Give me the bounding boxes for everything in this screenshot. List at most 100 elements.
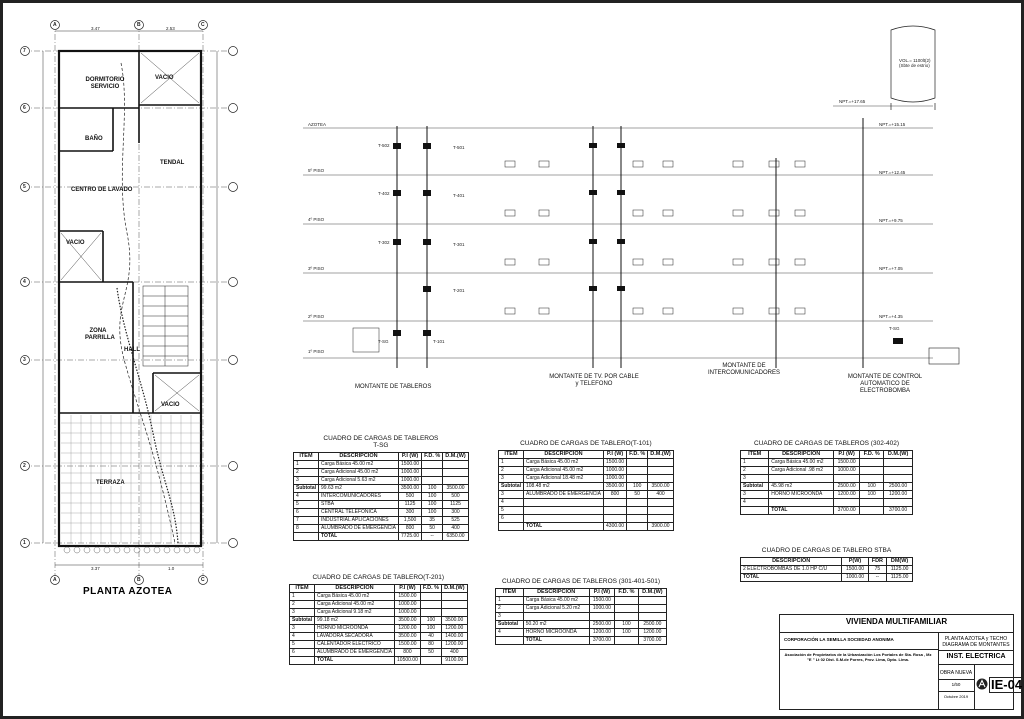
table-cell: INTERCOMUNICADORES [317,492,400,501]
table-cell: 2 ELECTROBOMBAS DE 1.0 HP C/U [739,565,843,574]
table-cell: 50 [421,524,444,533]
roof-plan-drawing [20,20,238,585]
table-cell [522,514,605,523]
table-row: 5 [498,506,674,515]
tb-fecha: Octubre 2019 [943,694,969,699]
tb-escala: 1/50 [951,682,961,687]
board-t501: T-501 [453,145,465,150]
riser-diagram [303,25,960,368]
table-cell: 6 [289,648,315,657]
table-cell [626,522,649,531]
npt-9: NPT.=+9.75 [879,218,903,223]
table-cell: Carga Básica 45.00 m2 [768,458,835,467]
table-cell [647,514,674,523]
table-t302-title: CUADRO DE CARGAS DE TABLEROS (302-402) [754,440,899,447]
table-cell: 3 [289,608,315,617]
table-row: 4 [739,498,913,507]
grid-label-c-bottom: C [201,577,205,583]
table-cell [637,596,668,605]
tb-plano: PLANTA AZOTEA y TECHO DIAGRAMA DE MONTAN… [942,636,1010,648]
table-header-cell: F.D. % [614,588,639,597]
table-cell: 100 [421,508,444,517]
table-cell: 5 [498,506,524,515]
table-cell [588,612,616,621]
table-cell: 100 [421,492,444,501]
table-cell [859,474,885,483]
table-header-cell: P.I (W) [833,450,861,459]
table-cell: 1,500 [398,516,423,525]
grid-label-a-bottom: A [53,577,57,583]
label-montante-control: MONTANTE DE CONTROL AUTOMATICO DE ELECTR… [847,374,923,394]
table-cell: 7725.00 [398,532,423,541]
tb-tipo: OBRA NUEVA [939,670,973,676]
grid-label-c-top: C [201,22,205,28]
npt-15: NPT.=+15.15 [879,122,906,127]
grid-label-5: 5 [23,184,26,190]
level-4: 4º PISO [308,217,325,222]
grid-label-b-top: B [137,22,141,28]
table-header-cell: F.D. % [859,450,885,459]
table-cell: 75 [867,565,888,574]
table-cell: Carga Adicional 45.00 m2 [522,466,605,475]
table-cell: 3900.00 [647,522,674,531]
table-cell [419,608,443,617]
table-cell [614,604,639,613]
table-cell: Carga Básica 45.00 m2 [313,592,396,601]
table-cell [768,474,835,483]
table-cell [626,474,649,483]
table-cell [419,656,443,665]
table-cell [421,468,444,477]
table-t302: CUADRO DE CARGAS DE TABLEROS (302-402) I… [739,439,913,515]
table-header-cell: DESCRIPCION [739,557,843,566]
table-header-cell: D.M.(W) [647,450,674,459]
level-3: 3º PISO [308,266,325,271]
table-cell: 1200.00 [394,624,421,633]
table-cell [626,466,649,475]
table-cell: 1500.00 [394,592,421,601]
table-cell: 1000.00 [841,573,869,582]
level-1: 1º PISO [308,349,325,354]
table-cell: 500 [442,492,469,501]
table-cell: 1125 [398,500,423,509]
table-header-cell: D.M.(W) [637,588,668,597]
table-header-cell: P.I (W) [394,584,421,593]
table-t101-title: CUADRO DE CARGAS DE TABLERO(T-101) [520,440,652,447]
table-header-cell: F.D. % [419,584,443,593]
table-cell: TOTAL [739,573,843,582]
table-cell [442,468,469,477]
table-cell: 1500.00 [603,458,628,467]
room-vacio-1: VACIO [155,75,174,81]
board-t301: T-301 [453,242,465,247]
table-cell [647,466,674,475]
table-cell: 50 [419,648,443,657]
table-cell [603,498,628,507]
board-tsg: T-SG [378,339,389,344]
table-cell: 3500.00 [394,632,421,641]
table-cell: 400 [441,648,468,657]
level-5: 5º PISO [308,168,325,173]
table-header-cell: DESCRIPCION [317,452,400,461]
table-cell: 800 [394,648,421,657]
table-cell [883,498,913,507]
table-cell: 3700.00 [637,636,668,645]
table-cell: Carga Básica 45.00 m2 [522,458,605,467]
table-cell [739,506,770,515]
npt-7: NPT.=+7.05 [879,266,903,271]
title-block: VIVIENDA MULTIFAMILIAR CORPORACIÓN LA SE… [779,614,1024,710]
table-stba-title: CUADRO DE CARGAS DE TABLERO STBA [761,547,892,554]
grid-label-7: 7 [23,48,26,54]
board-t502: T-502 [378,143,390,148]
room-terraza: TERRAZA [96,480,125,486]
